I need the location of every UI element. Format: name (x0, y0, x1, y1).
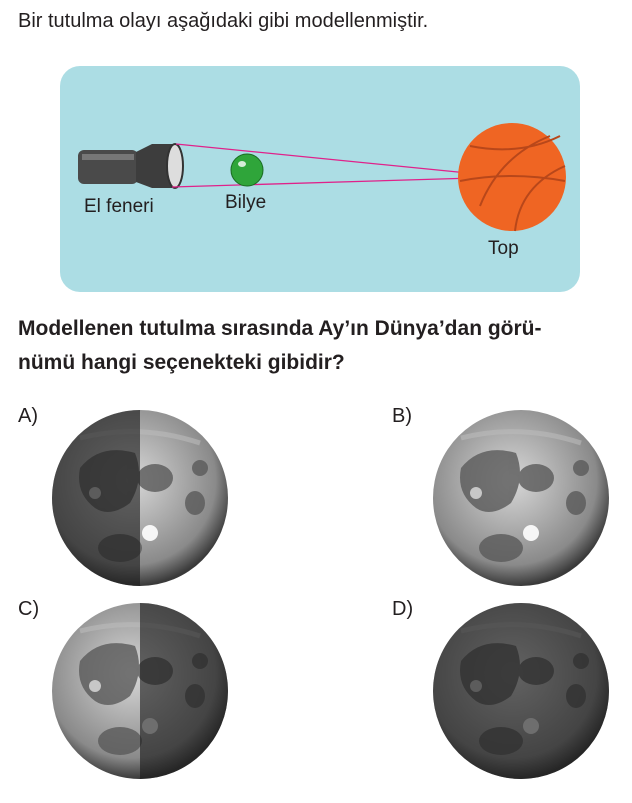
moon-option-b[interactable] (431, 408, 611, 588)
moon-option-d[interactable] (431, 601, 611, 781)
flashlight-icon (78, 143, 184, 189)
option-b-label[interactable]: B) (392, 405, 412, 427)
moon-icon (433, 410, 609, 586)
question-text: Modellenen tutulma sırasında Ay’ın Dünya… (18, 312, 628, 380)
intro-text: Bir tutulma olayı aşağıdaki gibi modelle… (18, 10, 429, 32)
marble-label: Bilye (225, 192, 267, 213)
option-c-label[interactable]: C) (18, 598, 40, 620)
moon-icon (52, 603, 228, 779)
ball-label: Top (488, 238, 519, 259)
flashlight-label: El feneri (84, 196, 154, 217)
moon-icon (433, 603, 609, 779)
moon-option-a[interactable] (50, 408, 230, 588)
marble-icon (230, 153, 264, 187)
option-d-label[interactable]: D) (392, 598, 414, 620)
eclipse-model-diagram: El feneri Bilye Top (60, 66, 580, 292)
question-line-2: nümü hangi seçenekteki gibidir? (18, 351, 345, 374)
question-line-1: Modellenen tutulma sırasında Ay’ın Dünya… (18, 317, 542, 340)
moon-option-c[interactable] (50, 601, 230, 781)
option-a-label[interactable]: A) (18, 405, 38, 427)
moon-icon (52, 410, 228, 586)
ball-icon (458, 123, 566, 232)
